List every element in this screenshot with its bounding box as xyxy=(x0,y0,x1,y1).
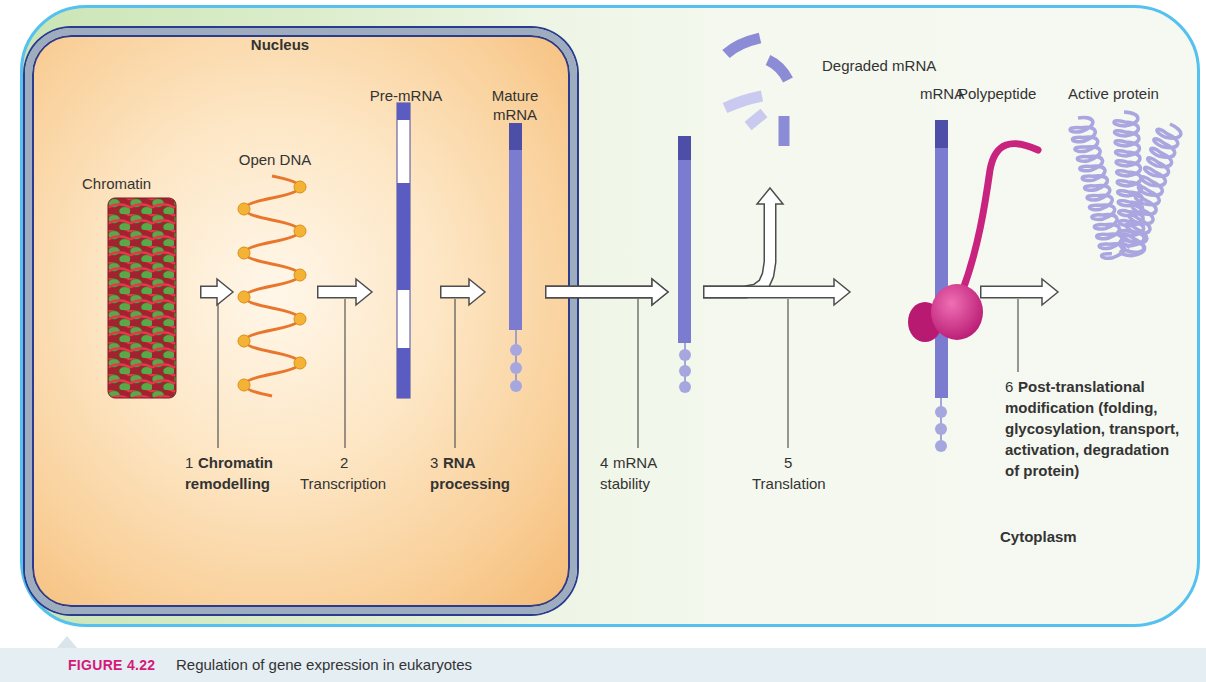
leader-line xyxy=(344,299,345,448)
alpha-helix xyxy=(1068,115,1126,261)
fragment xyxy=(779,116,790,146)
mrna-strand xyxy=(509,150,522,330)
dna-strand xyxy=(244,176,300,396)
poly-a-bead xyxy=(679,381,691,393)
mrna-cap xyxy=(509,123,522,150)
bead xyxy=(238,203,250,215)
chromatin-fibre xyxy=(108,198,176,398)
bead xyxy=(294,313,306,325)
arrow-body xyxy=(547,202,771,292)
leader-line xyxy=(787,299,788,448)
mrna-strand xyxy=(678,160,691,343)
poly-a-bead xyxy=(679,349,691,361)
fragment xyxy=(768,60,788,80)
open-dna-illustration xyxy=(238,176,306,396)
ribosome-large-subunit xyxy=(931,284,983,340)
leader-line xyxy=(217,299,218,448)
poly-a-bead xyxy=(510,344,522,356)
arrow-head xyxy=(757,188,783,204)
arrow-head xyxy=(356,279,372,305)
leader-line xyxy=(454,299,455,448)
poly-a-bead xyxy=(510,380,522,392)
block-arrow xyxy=(440,279,485,305)
block-arrow xyxy=(200,279,233,305)
fragment xyxy=(748,113,764,126)
node-label: Degraded mRNA xyxy=(822,56,962,75)
stage-illustration: Degraded mRNA xyxy=(715,36,960,188)
poly-a-bead xyxy=(510,362,522,374)
poly-a-line xyxy=(515,330,517,386)
cytoplasmic-mrna-illustration xyxy=(678,136,691,393)
bead xyxy=(294,225,306,237)
stage-illustration: mRNAPolypeptide xyxy=(850,82,980,454)
nucleosome-beads xyxy=(238,181,306,391)
block-arrow xyxy=(980,279,1058,305)
arrow-head xyxy=(834,279,850,305)
poly-a-bead xyxy=(935,406,947,418)
block-arrow xyxy=(317,279,372,305)
block-arrow xyxy=(545,279,850,305)
mrna-cap xyxy=(678,136,691,160)
poly-a-bead xyxy=(935,423,947,435)
arrow-body xyxy=(202,287,220,297)
chromatin-illustration xyxy=(108,198,176,398)
caption-pointer xyxy=(56,636,78,649)
arrow-head xyxy=(1042,279,1058,305)
active-protein-illustration xyxy=(1068,111,1183,260)
arrow-head xyxy=(217,279,233,305)
node-label: Mature mRNA xyxy=(480,86,550,124)
fragment xyxy=(725,96,762,108)
mrna-strand xyxy=(935,148,948,398)
arrow-head xyxy=(469,279,485,305)
arrow-body xyxy=(982,287,1045,297)
arrow-body xyxy=(319,287,359,297)
arrow-body xyxy=(547,287,837,297)
poly-a-bead xyxy=(679,365,691,377)
leader-line xyxy=(1017,299,1018,372)
arrow-head xyxy=(652,279,668,305)
bead xyxy=(294,181,306,193)
arrow-body xyxy=(442,287,472,297)
node-label: Active protein xyxy=(1068,84,1193,103)
alpha-helix xyxy=(1119,121,1183,256)
node-label: Pre-mRNA xyxy=(364,86,448,105)
caption-bar xyxy=(0,648,1206,682)
leader-lines xyxy=(218,299,1018,448)
arrow-outline xyxy=(545,204,770,292)
rna-strand xyxy=(397,103,410,398)
exon xyxy=(397,348,410,398)
leader-line xyxy=(637,299,638,448)
bead xyxy=(238,379,250,391)
exon xyxy=(397,183,410,290)
mature-mrna-illustration xyxy=(509,123,522,392)
node-label: Chromatin xyxy=(82,174,172,193)
exon xyxy=(397,103,410,120)
node-label: Open DNA xyxy=(229,150,321,169)
fragment xyxy=(726,38,760,54)
arrow-head xyxy=(652,279,668,305)
bead xyxy=(294,269,306,281)
mrna-cap xyxy=(935,120,948,148)
node-label: Nucleus xyxy=(240,35,320,54)
bead xyxy=(294,357,306,369)
pre-mrna-illustration xyxy=(397,103,410,398)
bead xyxy=(238,291,250,303)
poly-a-bead xyxy=(935,440,947,452)
cell-membrane: Cytoplasm NucleusChromatin Open DNA Pre-mRN… xyxy=(20,5,1200,627)
node-label: Polypeptide xyxy=(958,84,1058,103)
polypeptide-chain xyxy=(962,144,1038,292)
poly-a-line xyxy=(940,398,942,446)
node-label: Cytoplasm xyxy=(1000,527,1110,546)
bead xyxy=(238,247,250,259)
degraded-mrna-fragments xyxy=(725,38,788,146)
bead xyxy=(238,335,250,347)
